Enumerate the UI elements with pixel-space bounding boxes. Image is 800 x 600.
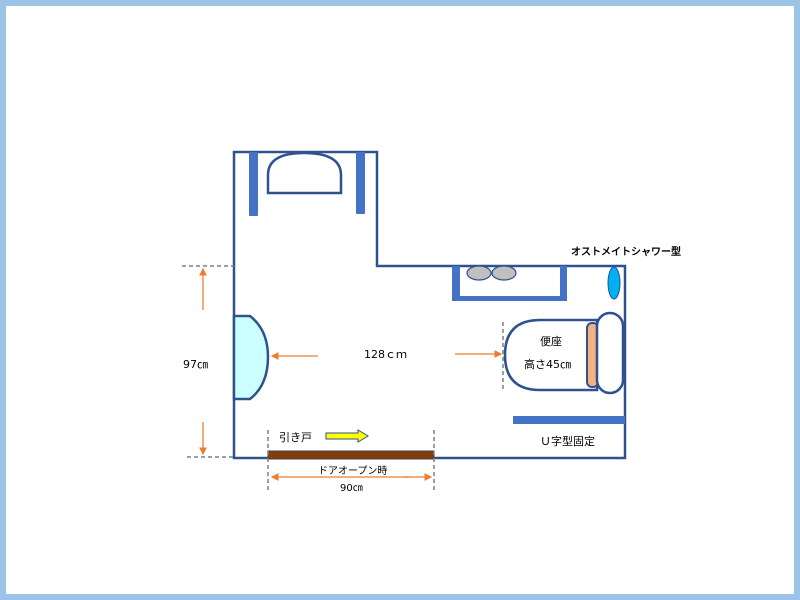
ostomate-shower-icon bbox=[607, 266, 621, 300]
dimension-guides bbox=[182, 265, 435, 492]
width-dimension-label: 128ｃｍ bbox=[364, 348, 407, 361]
handrail-bracket-left bbox=[452, 266, 460, 300]
sliding-door bbox=[267, 450, 435, 460]
paper-holder-icon bbox=[491, 265, 517, 281]
ostomate-label: オストメイトシャワー型 bbox=[571, 245, 681, 258]
seat-height-label: 高さ45㎝ bbox=[524, 357, 571, 371]
door-width-label: 90㎝ bbox=[340, 483, 363, 494]
wash-basin bbox=[266, 151, 343, 195]
sliding-door-label: 引き戸 bbox=[279, 430, 312, 444]
handrail-bracket-right bbox=[560, 266, 567, 300]
seat-label: 便座 bbox=[540, 334, 562, 348]
handrail-left bbox=[249, 152, 258, 216]
horizontal-handrail bbox=[452, 296, 567, 301]
u-grab-bar bbox=[513, 416, 625, 424]
room-walls bbox=[232, 150, 627, 460]
toilet-tank bbox=[595, 311, 625, 395]
dimension-arrows bbox=[199, 267, 503, 481]
paper-holder-icon bbox=[466, 265, 492, 281]
door-open-label: ドアオープン時 bbox=[318, 465, 387, 477]
handrail-right bbox=[356, 152, 365, 214]
toilet-seat bbox=[503, 318, 599, 392]
hand-sink bbox=[232, 314, 270, 401]
grab-bar-label: Ｕ字型固定 bbox=[540, 434, 595, 448]
height-dimension-label: 97㎝ bbox=[183, 358, 208, 371]
slide-direction-arrow-icon bbox=[325, 429, 369, 443]
